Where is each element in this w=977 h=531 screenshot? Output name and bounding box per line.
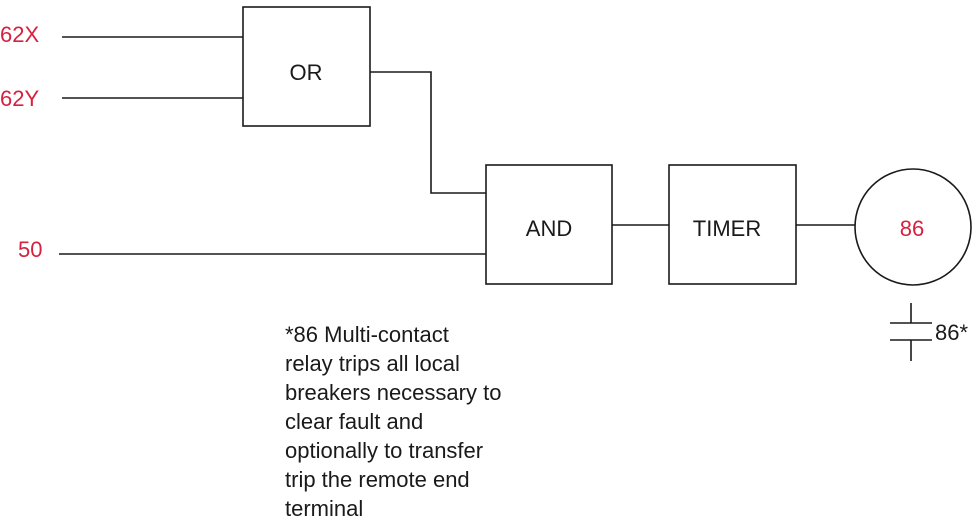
relay-86-circle — [854, 168, 972, 286]
input-label-62y: 62Y — [0, 86, 39, 111]
relay-86-label: 86 — [900, 216, 924, 241]
footnote-line: optionally to transfer — [285, 438, 484, 463]
and-gate-label: AND — [526, 216, 572, 241]
timer-box — [668, 164, 797, 285]
footnote-line: clear fault and — [285, 409, 424, 434]
footnote-line: terminal — [285, 496, 364, 521]
footnote-text: *86 Multi-contact relay trips all local … — [285, 320, 575, 523]
footnote-line: trip the remote end — [285, 467, 470, 492]
or-gate-label: OR — [290, 60, 323, 85]
contact-86-label: 86* — [935, 320, 968, 345]
and-gate-box — [485, 164, 613, 285]
wire-or-to-and — [370, 71, 486, 194]
contact-86-symbol — [890, 303, 932, 361]
footnote-line: breakers necessary to — [285, 380, 502, 405]
input-label-50: 50 — [18, 237, 42, 262]
input-label-62x: 62X — [0, 22, 39, 47]
footnote-line: *86 Multi-contact — [285, 322, 449, 347]
or-gate-box — [242, 6, 371, 127]
timer-label: TIMER — [693, 216, 761, 241]
footnote-line: relay trips all local — [285, 351, 460, 376]
